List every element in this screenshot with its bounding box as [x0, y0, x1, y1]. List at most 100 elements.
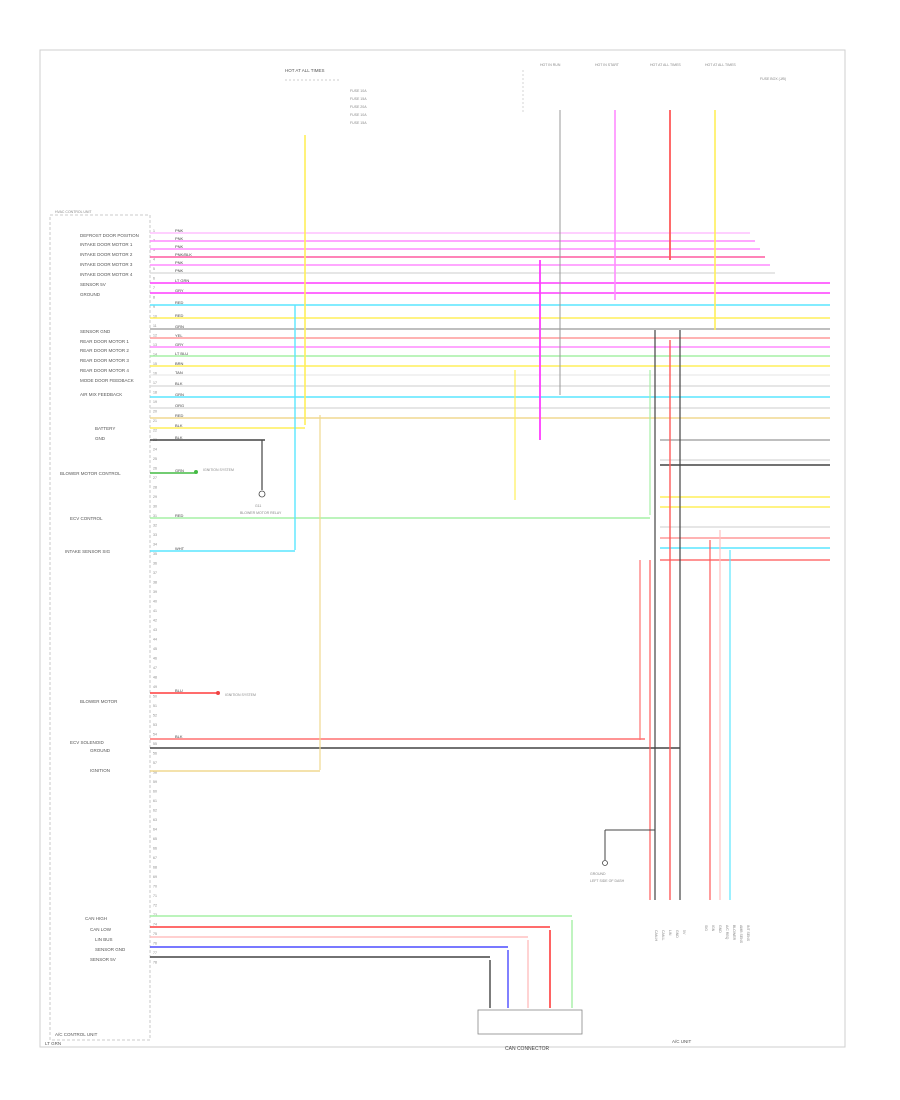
pin-number: 19	[153, 400, 157, 404]
connector-dot-icon	[194, 470, 198, 474]
pin-label: ECV SOLENOID	[70, 740, 105, 745]
pin-number: 76	[153, 942, 157, 946]
pin-number: 43	[153, 628, 157, 632]
bottom-pin-label: LIN	[668, 930, 672, 936]
wire-color-label: BRN	[175, 361, 184, 366]
pin-number: 29	[153, 495, 157, 499]
pin-number: 49	[153, 685, 157, 689]
pin-label: SENSOR 5V	[80, 282, 106, 287]
pin-label: GND	[95, 436, 106, 441]
ground-icon	[602, 860, 608, 866]
wire-color-label: BLK	[175, 435, 183, 440]
pin-number: 35	[153, 552, 157, 556]
bottom-pin-label: GND	[718, 925, 722, 933]
pin-number: 73	[153, 913, 157, 917]
pin-number: 34	[153, 543, 157, 547]
top-fuse-group: HOT AT ALL TIMES FUSE 10A FUSE 15A FUSE …	[285, 68, 367, 125]
pin-number: 42	[153, 619, 157, 623]
pin-label: REAR DOOR MOTOR 4	[80, 368, 129, 373]
pin-number: 3	[153, 248, 155, 252]
pin-number: 16	[153, 372, 157, 376]
pin-number-column: 1234567891011121314151617181920212223242…	[153, 229, 157, 965]
bottom-pin-label: A/C REQ	[725, 925, 729, 940]
top-label: HOT AT ALL TIMES	[650, 63, 681, 67]
top-label: HOT AT ALL TIMES	[705, 63, 736, 67]
wire-color-label: BLK	[175, 423, 183, 428]
pin-number: 70	[153, 885, 157, 889]
pin-label: BATTERY	[95, 426, 115, 431]
pin-label: GROUND	[90, 748, 111, 753]
ground-icon	[258, 490, 266, 498]
wire-color-label: GRN	[175, 468, 184, 473]
pin-label: BLOWER MOTOR	[80, 699, 118, 704]
pin-number: 61	[153, 799, 157, 803]
pin-number: 66	[153, 847, 157, 851]
pin-label: INTAKE SENSOR SIG	[65, 549, 111, 554]
wire-color-label: LT GRN	[175, 278, 189, 283]
pin-number: 51	[153, 704, 157, 708]
pin-number: 59	[153, 780, 157, 784]
bottom-right-label: A/C UNIT	[672, 1039, 692, 1044]
pin-number: 1	[153, 229, 155, 233]
wire-color-label: PNK	[175, 244, 184, 249]
wire-color-label: GRN	[175, 324, 184, 329]
pin-number: 21	[153, 419, 157, 423]
pin-label: GROUND	[80, 292, 101, 297]
pin-number: 27	[153, 476, 157, 480]
bottom-pin-label: GND	[675, 930, 679, 938]
pin-number: 52	[153, 714, 157, 718]
pin-number: 5	[153, 267, 155, 271]
pin-label: MODE DOOR FEEDBACK	[80, 378, 134, 383]
pin-number: 68	[153, 866, 157, 870]
pin-number: 28	[153, 486, 157, 490]
pin-label: INTAKE DOOR MOTOR 3	[80, 262, 133, 267]
ground-id: G11	[255, 504, 261, 508]
wire-color-label: PNK	[175, 268, 184, 273]
pin-label: INTAKE DOOR MOTOR 4	[80, 272, 133, 277]
pin-number: 47	[153, 666, 157, 670]
pin-number: 44	[153, 638, 157, 642]
footer-left-label: LT GRN	[45, 1041, 61, 1046]
bottom-connector-box	[477, 1009, 583, 1035]
pin-number: 75	[153, 932, 157, 936]
pin-number: 64	[153, 828, 157, 832]
pin-number: 12	[153, 334, 157, 338]
pin-number: 9	[153, 305, 155, 309]
pin-label: SENSOR GND	[95, 947, 126, 952]
bottom-pin-labels: CAN-H CAN-L LIN GND 5V SIG IGN GND A/C R…	[654, 925, 750, 944]
bottom-pin-label: CAN-L	[661, 930, 665, 941]
top-label: HOT IN START	[595, 63, 620, 67]
pin-label: BLOWER MOTOR CONTROL	[60, 471, 121, 476]
wire-color-label: RED	[175, 300, 184, 305]
wire-color-label: ORG	[175, 403, 184, 408]
pin-number: 22	[153, 429, 157, 433]
bottom-pin-label: IGN	[711, 925, 715, 932]
wire-color-label: BLK	[175, 734, 183, 739]
pin-label: CAN HIGH	[85, 916, 107, 921]
pin-number: 30	[153, 505, 157, 509]
pin-number: 18	[153, 391, 157, 395]
pin-number: 33	[153, 533, 157, 537]
pin-number: 24	[153, 448, 157, 452]
bottom-pin-label: AMB SENS	[739, 925, 743, 944]
ignition-label: IGNITION SYSTEM	[225, 693, 256, 697]
pin-label: AIR MIX FEEDBACK	[80, 392, 122, 397]
pin-number: 60	[153, 790, 157, 794]
pin-number: 40	[153, 600, 157, 604]
top-label: FUSE BOX (J/B)	[760, 77, 786, 81]
pin-number: 78	[153, 961, 157, 965]
wire-color-label: GRY	[175, 288, 184, 293]
fuse-label: FUSE 15A	[350, 97, 367, 101]
pin-label: LIN BUS	[95, 937, 113, 942]
ignition-label: IGNITION SYSTEM	[203, 468, 234, 472]
wire-color-label: YEL	[175, 333, 183, 338]
pin-number: 17	[153, 381, 157, 385]
control-unit-box	[49, 214, 151, 1041]
pin-number: 20	[153, 410, 157, 414]
control-unit-name: A/C CONTROL UNIT	[55, 1032, 98, 1037]
pin-number: 53	[153, 723, 157, 727]
fuse-label: FUSE 10A	[350, 113, 367, 117]
wire-color-label: PNK/BLK	[175, 252, 192, 257]
pin-number: 46	[153, 657, 157, 661]
pin-number: 41	[153, 609, 157, 613]
